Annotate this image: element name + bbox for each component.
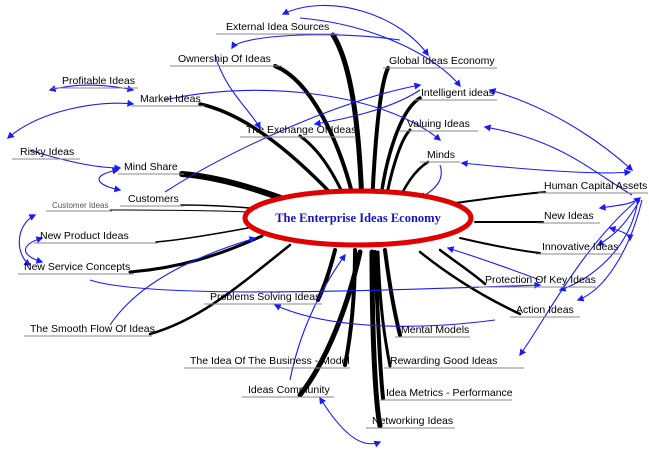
branch-new-product-ideas	[155, 227, 249, 243]
branch-protection-of-key-ideas	[438, 248, 487, 286]
topic-rewarding-good-ideas[interactable]: Rewarding Good Ideas	[390, 355, 497, 367]
topic-mental-models[interactable]: Mental Models	[401, 324, 469, 336]
link-human-action	[576, 199, 643, 302]
link-new-service-protection	[89, 279, 542, 293]
branch-new-service-concepts	[128, 234, 264, 274]
link-new-product-new-service	[24, 236, 44, 264]
link-human-rewarding	[519, 201, 636, 357]
link-action-problems	[273, 304, 496, 327]
branch-mental-models	[383, 248, 402, 337]
topic-ideas-community[interactable]: Ideas Community	[248, 384, 330, 396]
branch-global-ideas-economy	[370, 66, 390, 207]
topic-new-product-ideas[interactable]: New Product Ideas	[40, 230, 129, 242]
central-node[interactable]: The Enterprise Ideas Economy	[242, 188, 474, 248]
branch-customer-ideas	[109, 209, 249, 213]
link-ownership-exchange	[214, 54, 261, 130]
topic-the-idea-of-the-business-model[interactable]: The Idea Of The Business - Model	[190, 355, 350, 367]
topic-external-idea-sources[interactable]: External Idea Sources	[226, 21, 329, 33]
link-risky-market	[6, 99, 135, 139]
link-minds-center	[418, 164, 442, 199]
link-human-new	[598, 197, 642, 211]
branch-rewarding-good-ideas	[376, 250, 392, 368]
topic-new-ideas[interactable]: New Ideas	[544, 210, 594, 222]
link-smooth-problems	[109, 236, 257, 326]
topic-the-smooth-flow-of-ideas[interactable]: The Smooth Flow Of Ideas	[30, 323, 155, 335]
link-minds-human	[460, 160, 632, 177]
link-protection-center	[446, 246, 541, 281]
topic-new-service-concepts[interactable]: New Service Concepts	[24, 261, 130, 273]
topic-innovative-ideas[interactable]: Innovative Ideas	[542, 241, 618, 253]
topic-protection-of-key-ideas[interactable]: Protection Of Key Ideas	[485, 274, 596, 286]
topic-global-ideas-economy[interactable]: Global Ideas Economy	[389, 55, 495, 67]
link-risky-mind-share	[29, 149, 122, 172]
topic-problems-solving-ideas[interactable]: Problems Solving Ideas	[210, 291, 320, 303]
link-market-valuing	[164, 89, 442, 141]
link-human-intelligent	[488, 88, 634, 171]
topic-customers[interactable]: Customers	[128, 193, 179, 205]
branch-idea-metrics-performance	[373, 250, 385, 400]
topic-action-ideas[interactable]: Action Ideas	[516, 304, 574, 316]
branch-action-ideas	[418, 250, 522, 316]
link-networking-community	[319, 396, 382, 448]
topic-customer-ideas[interactable]: Customer Ideas	[52, 201, 108, 210]
link-global-ownership	[231, 34, 401, 50]
link-human-innovative	[596, 199, 641, 246]
link-mind-share-customers	[98, 167, 122, 193]
cross-links	[6, 4, 643, 448]
branch-ownership-of-ideas	[273, 64, 357, 207]
link-external-global	[281, 4, 429, 57]
branch-customers	[180, 204, 251, 209]
link-customer-new-service	[18, 214, 37, 266]
topic-market-ideas[interactable]: Market Ideas	[140, 93, 201, 105]
branch-innovative-ideas	[459, 237, 541, 254]
topic-idea-metrics-performance[interactable]: Idea Metrics - Performance	[386, 387, 513, 399]
topic-human-capital-assets[interactable]: Human Capital Assets	[544, 180, 647, 192]
topic-risky-ideas[interactable]: Risky Ideas	[20, 146, 74, 158]
topic-valuing-ideas[interactable]: Valuing Ideas	[407, 118, 470, 130]
topic-ownership-of-ideas[interactable]: Ownership Of Ideas	[178, 53, 271, 65]
topic-minds[interactable]: Minds	[427, 149, 455, 161]
branch-market-ideas	[198, 102, 344, 207]
topic-mind-share[interactable]: Mind Share	[124, 161, 178, 173]
branch-problems-solving-ideas	[316, 248, 337, 302]
link-intelligent-exchange	[313, 89, 421, 127]
topic-profitable-ideas[interactable]: Profitable Ideas	[62, 75, 135, 87]
link-human-protection	[558, 199, 639, 292]
topic-intelligent-ideas[interactable]: Intelligent ideas	[421, 87, 494, 99]
link-customers-exchange	[164, 82, 422, 193]
central-ellipse	[242, 188, 474, 248]
branch-ideas-community	[297, 249, 363, 398]
topic-networking-ideas[interactable]: Networking Ideas	[372, 415, 453, 427]
branch-the-smooth-flow-of-ideas	[148, 243, 292, 336]
link-external-intelligent	[299, 17, 461, 88]
link-ideas-community-center	[289, 253, 346, 381]
link-human-valuing	[483, 124, 633, 196]
topic-the-exchange-of-ideas[interactable]: The Exchange Of Ideas	[246, 124, 356, 136]
central-title: The Enterprise Ideas Economy	[275, 211, 441, 225]
topic-labels: External Idea Sources Ownership Of Ideas…	[12, 21, 648, 429]
